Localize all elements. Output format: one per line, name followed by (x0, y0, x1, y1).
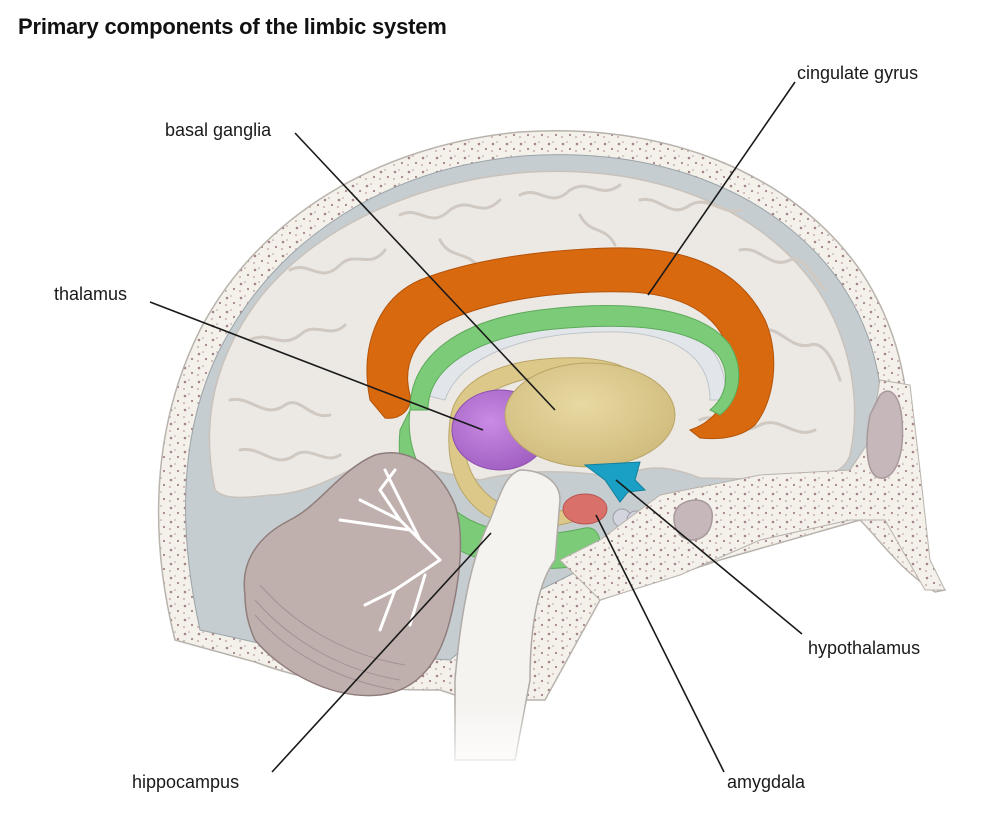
sinus-frontal (866, 390, 904, 479)
leader-hypothalamus (615, 479, 803, 635)
label-hypothalamus: hypothalamus (808, 638, 920, 658)
skull-base (559, 379, 946, 601)
hypothalamus-shape (583, 461, 647, 503)
leader-basal-ganglia (294, 132, 556, 411)
leader-thalamus (149, 301, 484, 431)
label-basal-ganglia: basal ganglia (165, 120, 272, 140)
cerebellum-folia (254, 584, 406, 691)
sinus-sphenoid (673, 499, 713, 541)
label-cingulate-gyrus: cingulate gyrus (797, 63, 918, 83)
leader-cingulate-gyrus (647, 81, 796, 296)
fade-overlay (420, 700, 620, 780)
arbor-vitae (338, 468, 442, 632)
hippocampal-arc (409, 305, 740, 416)
cingulate-gyrus-shape (366, 247, 775, 440)
leader-amygdala (595, 514, 725, 773)
label-hippocampus: hippocampus (132, 772, 239, 792)
leader-hippocampus (271, 532, 492, 773)
label-amygdala: amygdala (727, 772, 806, 792)
amygdala-shape (562, 493, 608, 525)
basal-ganglia-shape (504, 362, 676, 468)
diagram-title: Primary components of the limbic system (18, 14, 447, 39)
label-thalamus: thalamus (54, 284, 127, 304)
gyri-folds (228, 183, 842, 462)
